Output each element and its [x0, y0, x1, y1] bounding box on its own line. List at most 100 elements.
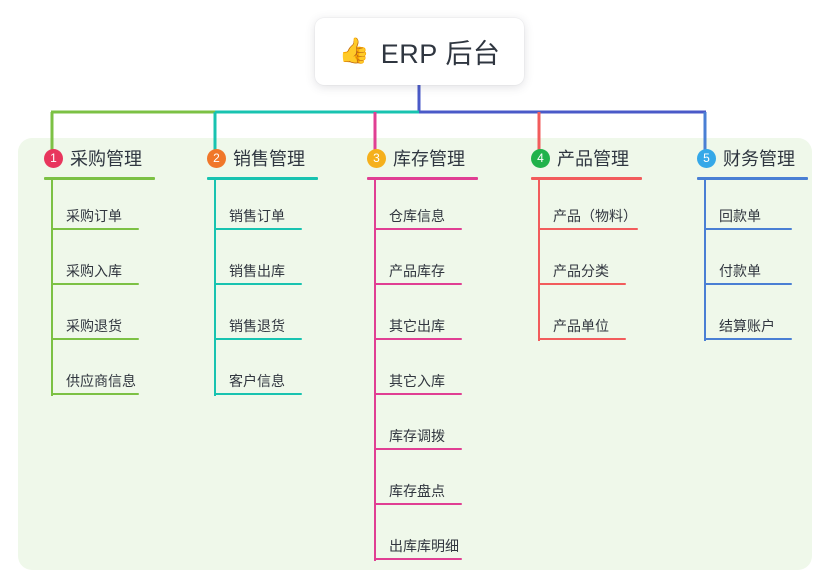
- branch-underline-5: [697, 177, 808, 180]
- branch-item[interactable]: 采购订单: [44, 180, 155, 235]
- branch-item[interactable]: 出库库明细: [367, 510, 478, 565]
- branch-item-underline: [704, 283, 792, 285]
- branch-item[interactable]: 销售退货: [207, 290, 318, 345]
- branch-item-label: 销售出库: [229, 263, 285, 279]
- branch-item-label: 其它出库: [389, 318, 445, 334]
- branch-header-3[interactable]: 3 库存管理: [367, 146, 478, 170]
- branch-item-underline: [538, 283, 626, 285]
- branch-item-label: 付款单: [719, 263, 761, 279]
- branch-item-label: 其它入库: [389, 373, 445, 389]
- branch-item-label: 采购订单: [66, 208, 122, 224]
- branch-item[interactable]: 回款单: [697, 180, 808, 235]
- branch-item-underline: [214, 228, 302, 230]
- branch-title-5: 财务管理: [723, 149, 795, 169]
- branch-item-underline: [538, 228, 638, 230]
- branch-item[interactable]: 库存调拨: [367, 400, 478, 455]
- branch-item-label: 回款单: [719, 208, 761, 224]
- branch-header-5[interactable]: 5 财务管理: [697, 146, 808, 170]
- branch-item-underline: [214, 393, 302, 395]
- branch-badge-1: 1: [44, 148, 63, 168]
- root-title: ERP 后台: [380, 39, 501, 69]
- branch-underline-4: [531, 177, 642, 180]
- thumbs-up-icon: 👍: [338, 37, 370, 65]
- branch-title-3: 库存管理: [393, 149, 465, 169]
- branch-item-underline: [51, 338, 139, 340]
- branch-item[interactable]: 结算账户: [697, 290, 808, 345]
- branch-item[interactable]: 采购入库: [44, 235, 155, 290]
- branch-item-underline: [538, 338, 626, 340]
- branch-title-1: 采购管理: [70, 149, 142, 169]
- branch-item-label: 产品（物料）: [553, 208, 637, 224]
- branch-item[interactable]: 采购退货: [44, 290, 155, 345]
- branch-title-2: 销售管理: [233, 149, 305, 169]
- branch-spine-4: [538, 180, 540, 341]
- branch-spine-5: [704, 180, 706, 341]
- branch-item[interactable]: 库存盘点: [367, 455, 478, 510]
- branch-item-label: 出库库明细: [389, 538, 459, 554]
- branch-item-label: 产品分类: [553, 263, 609, 279]
- branch-item[interactable]: 其它出库: [367, 290, 478, 345]
- branch-spine-2: [214, 180, 216, 396]
- branch-item[interactable]: 仓库信息: [367, 180, 478, 235]
- branch-underline-2: [207, 177, 318, 180]
- branch-item-list-1: 采购订单采购入库采购退货供应商信息: [44, 180, 155, 400]
- branch-item-label: 库存盘点: [389, 483, 445, 499]
- branch-item[interactable]: 产品单位: [531, 290, 642, 345]
- branch-item-label: 库存调拨: [389, 428, 445, 444]
- branch-item-label: 销售退货: [229, 318, 285, 334]
- branch-item-label: 结算账户: [719, 318, 775, 334]
- branch-item[interactable]: 供应商信息: [44, 345, 155, 400]
- branch-header-4[interactable]: 4 产品管理: [531, 146, 642, 170]
- branch-item-underline: [374, 283, 462, 285]
- root-node-content: 👍 ERP 后台: [339, 32, 501, 71]
- branch-item[interactable]: 产品（物料）: [531, 180, 642, 235]
- branch-item-list-2: 销售订单销售出库销售退货客户信息: [207, 180, 318, 400]
- branch-column-1: 1 采购管理采购订单采购入库采购退货供应商信息: [44, 146, 155, 400]
- branch-item-underline: [51, 393, 139, 395]
- branch-underline-3: [367, 177, 478, 180]
- branch-badge-3: 3: [367, 148, 386, 168]
- branch-item-label: 采购入库: [66, 263, 122, 279]
- branch-item-label: 供应商信息: [66, 373, 136, 389]
- branch-item-label: 客户信息: [229, 373, 285, 389]
- branch-column-4: 4 产品管理产品（物料） 产品分类产品单位: [531, 146, 642, 345]
- branch-item-underline: [374, 503, 462, 505]
- branch-badge-2: 2: [207, 148, 226, 168]
- branch-item-list-4: 产品（物料） 产品分类产品单位: [531, 180, 642, 345]
- branch-title-4: 产品管理: [557, 149, 629, 169]
- root-node-card[interactable]: 👍 ERP 后台: [315, 18, 524, 85]
- branch-item-label: 产品单位: [553, 318, 609, 334]
- branch-item[interactable]: 客户信息: [207, 345, 318, 400]
- branch-item-underline: [374, 228, 462, 230]
- branch-item-underline: [51, 283, 139, 285]
- branch-item-underline: [704, 228, 792, 230]
- branch-item-underline: [704, 338, 792, 340]
- branch-item-underline: [374, 448, 462, 450]
- branch-item[interactable]: 产品库存: [367, 235, 478, 290]
- branch-column-5: 5 财务管理回款单付款单结算账户: [697, 146, 808, 345]
- branch-spine-3: [374, 180, 376, 561]
- branch-item[interactable]: 销售出库: [207, 235, 318, 290]
- branch-item-label: 采购退货: [66, 318, 122, 334]
- branch-item-underline: [374, 338, 462, 340]
- branch-item-underline: [214, 283, 302, 285]
- branch-header-2[interactable]: 2 销售管理: [207, 146, 318, 170]
- branch-item-list-5: 回款单付款单结算账户: [697, 180, 808, 345]
- branch-item[interactable]: 产品分类: [531, 235, 642, 290]
- branch-badge-4: 4: [531, 148, 550, 168]
- branch-item-label: 销售订单: [229, 208, 285, 224]
- branch-spine-1: [51, 180, 53, 396]
- branch-column-2: 2 销售管理销售订单销售出库销售退货客户信息: [207, 146, 318, 400]
- background-panel: [18, 138, 812, 570]
- branch-item-underline: [374, 558, 462, 560]
- branch-item[interactable]: 付款单: [697, 235, 808, 290]
- branch-item-underline: [51, 228, 139, 230]
- branch-item-underline: [374, 393, 462, 395]
- branch-item[interactable]: 其它入库: [367, 345, 478, 400]
- branch-item[interactable]: 销售订单: [207, 180, 318, 235]
- branch-item-underline: [214, 338, 302, 340]
- branch-header-1[interactable]: 1 采购管理: [44, 146, 155, 170]
- branch-badge-5: 5: [697, 148, 716, 168]
- branch-column-3: 3 库存管理仓库信息产品库存其它出库其它入库库存调拨库存盘点出库库明细: [367, 146, 478, 565]
- branch-item-list-3: 仓库信息产品库存其它出库其它入库库存调拨库存盘点出库库明细: [367, 180, 478, 565]
